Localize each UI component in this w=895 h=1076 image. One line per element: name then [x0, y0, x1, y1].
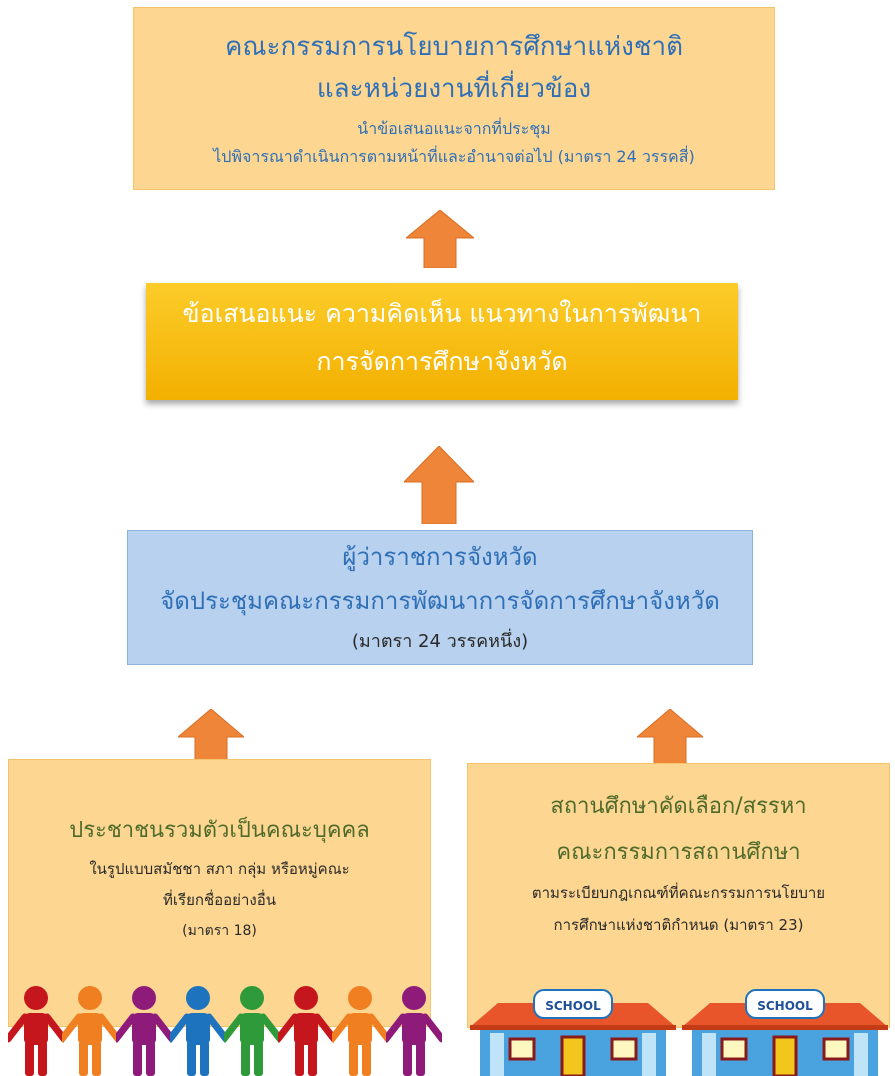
- person-icon: [62, 986, 118, 1076]
- people-line2: ที่เรียกชื่ออย่างอื่น: [163, 891, 276, 909]
- person-icon: [116, 986, 172, 1076]
- school-building-icon: SCHOOL: [470, 989, 676, 1076]
- people-box: ประชาชนรวมตัวเป็นคณะบุคคล ในรูปแบบสมัชชา…: [8, 759, 431, 1027]
- policy-committee-sub-line2: ไปพิจารณาดำเนินการตามหน้าที่และอำนาจต่อไ…: [213, 147, 695, 166]
- person-icon: [278, 986, 334, 1076]
- arrow-up-icon: [178, 709, 244, 767]
- people-line3: (มาตรา 18): [182, 923, 257, 939]
- people-line1: ในรูปแบบสมัชชา สภา กลุ่ม หรือหมู่คณะ: [89, 860, 350, 878]
- policy-committee-title-line2: และหน่วยงานที่เกี่ยวข้อง: [316, 74, 592, 104]
- policy-committee-sub-line1: นำข้อเสนอแนะจากที่ประชุม: [357, 119, 551, 138]
- arrow-up-icon: [404, 446, 474, 524]
- school-line2: การศึกษาแห่งชาติกำหนด (มาตรา 23): [553, 916, 804, 934]
- arrow-up-icon: [406, 210, 474, 268]
- school-title-line2: คณะกรรมการสถานศึกษา: [556, 840, 801, 865]
- proposal-line2: การจัดการศึกษาจังหวัด: [316, 347, 568, 376]
- school-sign-text: SCHOOL: [545, 999, 601, 1013]
- governor-line1: ผู้ว่าราชการจังหวัด: [342, 543, 538, 571]
- person-icon: [332, 986, 388, 1076]
- person-icon: [386, 986, 442, 1076]
- person-icon: [8, 986, 64, 1076]
- policy-committee-box: คณะกรรมการนโยบายการศึกษาแห่งชาติ และหน่ว…: [133, 7, 775, 190]
- arrow-up-icon: [637, 709, 703, 767]
- proposal-box: ข้อเสนอแนะ ความคิดเห็น แนวทางในการพัฒนา …: [146, 283, 738, 400]
- governor-box: ผู้ว่าราชการจังหวัด จัดประชุมคณะกรรมการพ…: [127, 530, 753, 665]
- governor-line2: จัดประชุมคณะกรรมการพัฒนาการจัดการศึกษาจั…: [160, 587, 720, 615]
- school-box: สถานศึกษาคัดเลือก/สรรหา คณะกรรมการสถานศึ…: [467, 763, 890, 1028]
- people-title: ประชาชนรวมตัวเป็นคณะบุคคล: [69, 818, 370, 843]
- person-icon: [170, 986, 226, 1076]
- policy-committee-title-line1: คณะกรรมการนโยบายการศึกษาแห่งชาติ: [225, 32, 683, 62]
- proposal-line1: ข้อเสนอแนะ ความคิดเห็น แนวทางในการพัฒนา: [182, 299, 702, 328]
- school-sign-text: SCHOOL: [757, 999, 813, 1013]
- school-building-icon: SCHOOL: [682, 989, 888, 1076]
- governor-line3: (มาตรา 24 วรรคหนึ่ง): [351, 631, 529, 652]
- school-line1: ตามระเบียบกฎเกณฑ์ที่คณะกรรมการนโยบาย: [531, 884, 826, 902]
- school-title-line1: สถานศึกษาคัดเลือก/สรรหา: [550, 794, 807, 819]
- person-icon: [224, 986, 280, 1076]
